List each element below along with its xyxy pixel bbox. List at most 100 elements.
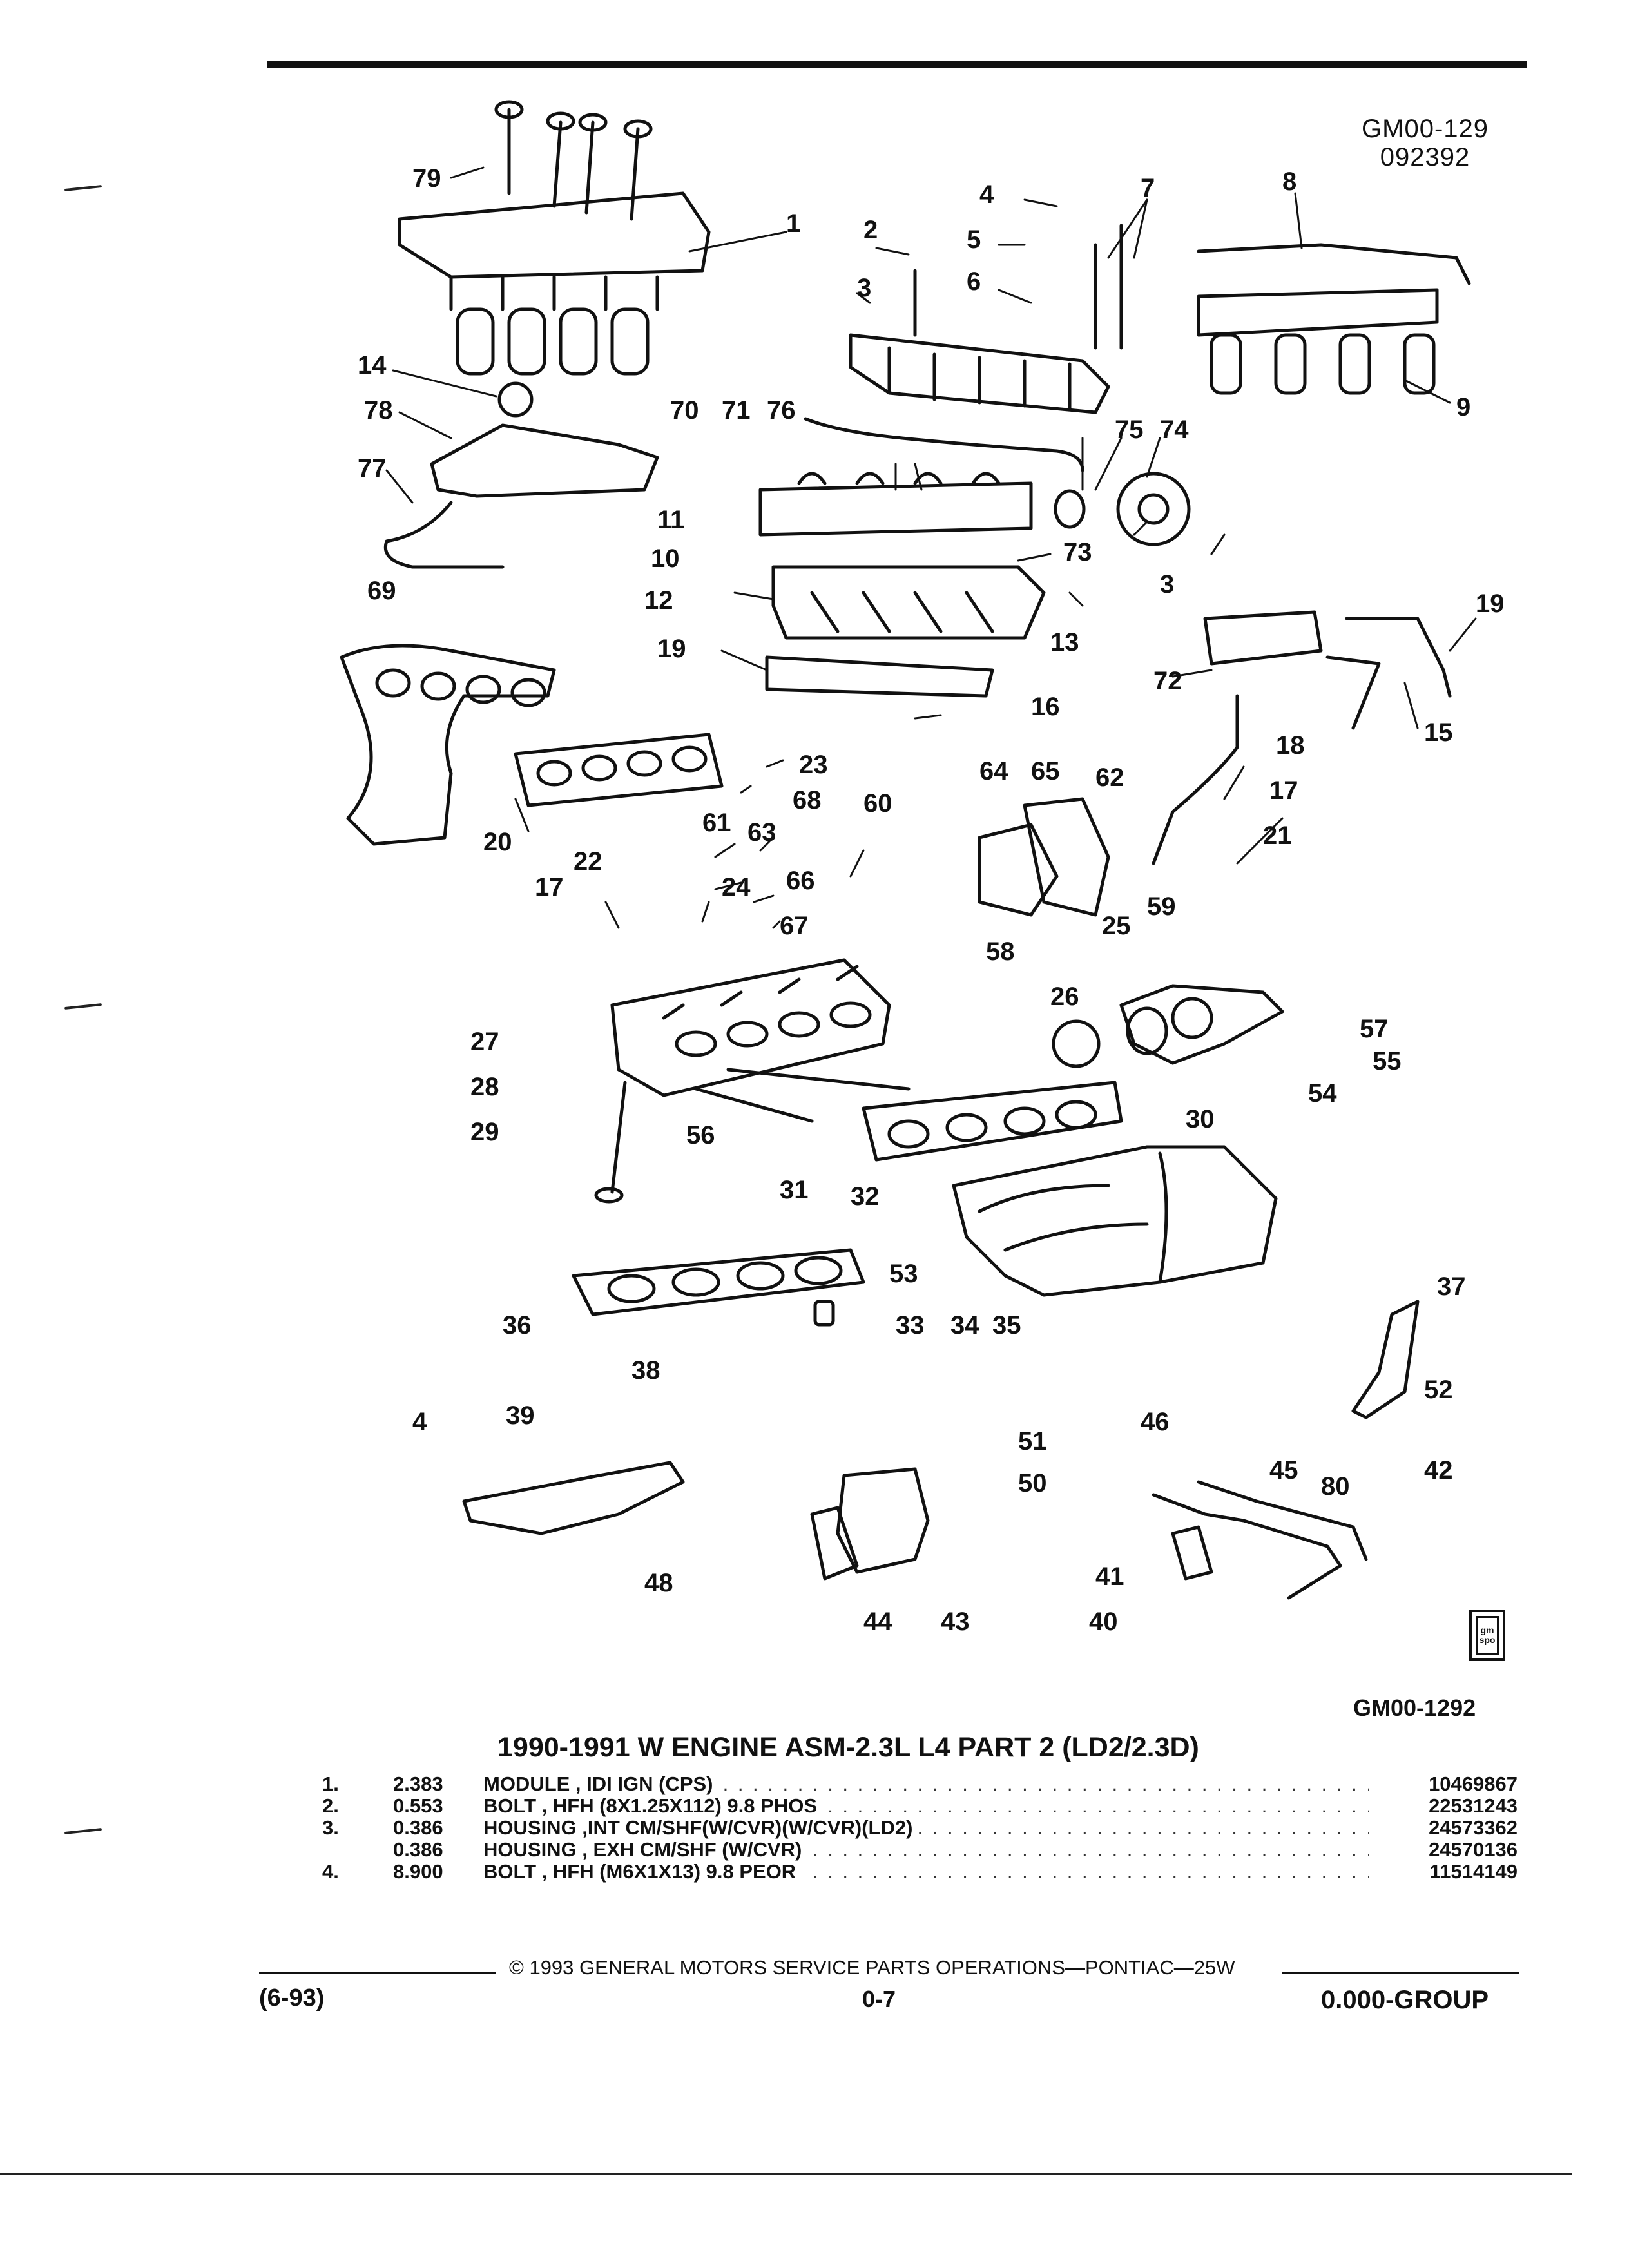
callout-38: 38 <box>631 1356 660 1385</box>
cam-housing-top <box>849 333 1110 414</box>
item-number: 1. <box>322 1773 339 1795</box>
callout-45: 45 <box>1269 1456 1298 1485</box>
callout-4: 4 <box>412 1408 427 1436</box>
parts-list-title: 1990-1991 W ENGINE ASM-2.3L L4 PART 2 (L… <box>497 1732 1199 1763</box>
callout-58: 58 <box>986 937 1015 966</box>
callout-6: 6 <box>967 267 981 296</box>
callout-52: 52 <box>1424 1376 1453 1404</box>
parts-row: 1.2.383. . . . . . . . . . . . . . . . .… <box>322 1773 1518 1795</box>
callout-17: 17 <box>535 873 564 901</box>
callout-61: 61 <box>702 809 731 837</box>
footer-rule <box>1282 1972 1519 1974</box>
head-gasket <box>572 1248 865 1316</box>
callout-31: 31 <box>780 1176 809 1204</box>
callout-19: 19 <box>657 635 686 663</box>
callout-5: 5 <box>967 226 981 254</box>
callout-78: 78 <box>364 396 393 425</box>
callout-35: 35 <box>992 1311 1021 1340</box>
parts-row: 3.0.386. . . . . . . . . . . . . . . . .… <box>322 1817 1518 1839</box>
part-number: 10469867 <box>1422 1773 1518 1795</box>
callout-25: 25 <box>1102 912 1131 940</box>
callout-7: 7 <box>1141 174 1155 202</box>
thermostat-assembly <box>1119 984 1284 1065</box>
callout-23: 23 <box>799 751 828 779</box>
part-number: 24573362 <box>1422 1817 1518 1839</box>
callout-48: 48 <box>644 1569 673 1597</box>
callout-79: 79 <box>412 164 441 193</box>
callout-18: 18 <box>1276 731 1305 760</box>
callout-12: 12 <box>644 586 673 615</box>
footer-rule <box>259 1972 496 1974</box>
top-rule <box>267 61 1527 68</box>
part-description: MODULE , IDI IGN (CPS) <box>483 1773 720 1795</box>
water-pump-cover <box>1023 797 1110 917</box>
callout-9: 9 <box>1456 393 1470 421</box>
cam-gasket <box>804 417 1084 472</box>
figure-id: GM00-1292 <box>1353 1695 1476 1721</box>
part-description: BOLT , HFH (8X1.25X112) 9.8 PHOS <box>483 1795 824 1817</box>
page-number: 0-7 <box>862 1986 896 2012</box>
quantity: 0.386 <box>393 1838 443 1861</box>
callout-75: 75 <box>1115 416 1144 444</box>
callout-57: 57 <box>1360 1015 1389 1043</box>
camshaft <box>758 481 1033 537</box>
callout-60: 60 <box>863 789 892 818</box>
intake-gasket <box>862 1081 1123 1162</box>
callout-70: 70 <box>670 396 699 425</box>
callout-76: 76 <box>767 396 796 425</box>
margin-mark <box>64 1827 102 1835</box>
idle-air-control <box>836 1467 930 1574</box>
callout-51: 51 <box>1018 1427 1047 1456</box>
cam-pulley <box>1116 472 1191 546</box>
callout-63: 63 <box>747 818 776 847</box>
part-number: 24570136 <box>1422 1839 1518 1861</box>
callout-24: 24 <box>722 873 751 901</box>
callout-69: 69 <box>367 577 396 605</box>
callout-65: 65 <box>1031 757 1060 785</box>
callout-3: 3 <box>857 274 871 302</box>
quantity: 2.383 <box>393 1773 443 1795</box>
support-bracket <box>1351 1300 1420 1419</box>
bottom-rule <box>0 2173 1572 2175</box>
heat-shield <box>430 423 659 498</box>
part-description: HOUSING ,INT CM/SHF(W/CVR)(W/CVR)(LD2) <box>483 1817 920 1839</box>
callout-11: 11 <box>657 506 684 534</box>
callout-3: 3 <box>1160 570 1174 599</box>
diagram-code-line2: 092392 <box>1380 143 1470 171</box>
quantity: 0.386 <box>393 1816 443 1839</box>
callout-77: 77 <box>358 454 387 483</box>
callout-43: 43 <box>941 1608 970 1636</box>
callout-17: 17 <box>1269 776 1298 805</box>
intake-manifold <box>952 1145 1278 1297</box>
callout-32: 32 <box>851 1182 880 1211</box>
parts-row: 4.8.900. . . . . . . . . . . . . . . . .… <box>322 1861 1518 1883</box>
parts-row: 2.0.553. . . . . . . . . . . . . . . . .… <box>322 1795 1518 1817</box>
part-description: BOLT , HFH (M6X1X13) 9.8 PEOR <box>483 1861 803 1883</box>
callout-68: 68 <box>793 786 822 814</box>
callout-50: 50 <box>1018 1469 1047 1497</box>
callout-66: 66 <box>786 867 815 895</box>
fuel-pipe <box>1197 243 1471 285</box>
callout-21: 21 <box>1263 822 1292 850</box>
item-number: 3. <box>322 1816 339 1839</box>
callout-26: 26 <box>1050 983 1079 1011</box>
exhaust-manifold <box>340 644 556 846</box>
diagram-code: GM00-129 092392 <box>1362 115 1489 171</box>
cylinder-head <box>610 958 891 1097</box>
revision-date: (6-93) <box>259 1984 325 2012</box>
callout-8: 8 <box>1282 168 1296 196</box>
ignition-module <box>398 191 711 279</box>
cover-gasket <box>765 655 994 698</box>
callout-33: 33 <box>896 1311 925 1340</box>
fuel-rail <box>1197 288 1439 337</box>
callout-55: 55 <box>1373 1047 1402 1075</box>
callout-39: 39 <box>506 1401 535 1430</box>
gm-spo-logo-line1: gm <box>1480 1625 1494 1635</box>
callout-30: 30 <box>1186 1105 1215 1133</box>
vacuum-line <box>1152 1493 1342 1600</box>
callout-54: 54 <box>1308 1079 1337 1108</box>
callout-22: 22 <box>574 847 602 876</box>
gm-spo-logo: gm spo <box>1469 1610 1505 1661</box>
callout-41: 41 <box>1095 1562 1124 1591</box>
